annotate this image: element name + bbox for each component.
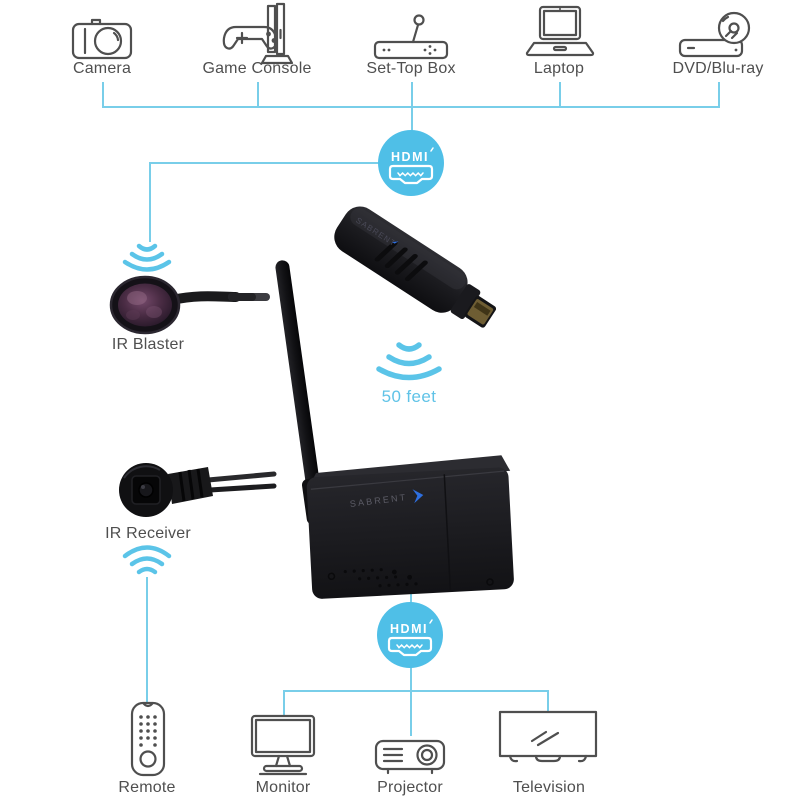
connector-line [410,588,412,604]
source-label-dvd-bluray: DVD/Blu-ray [672,60,764,77]
wireless-range-label: 50 feet [381,387,437,406]
connector-line [410,690,412,736]
connector-line [547,690,549,712]
game-console-icon [222,2,294,65]
ir-blaster-signal-icon [122,243,172,272]
television-icon [498,710,598,763]
ir-receiver-label: IR Receiver [105,525,191,542]
ir-receiver-photo [119,463,277,517]
output-label-television: Television [512,779,586,796]
hdmi-badge-top: HDMI [378,130,444,196]
hdmi-receiver-unit: SABRENT [275,260,514,599]
remote-icon [130,701,166,777]
hdmi-badge-top-text: HDMI [391,150,429,164]
hdmi-badge-bottom: HDMI [377,602,443,668]
remote-label: Remote [118,779,176,796]
source-label-camera: Camera [72,60,132,77]
dvd-bluray-icon [678,11,751,58]
source-label-set-top-box: Set-Top Box [366,60,456,77]
connector-line [149,162,379,164]
output-label-monitor: Monitor [255,779,311,796]
connector-line [102,82,104,107]
monitor-icon [250,714,316,776]
camera-icon [71,18,133,60]
ir-blaster-label: IR Blaster [111,336,185,353]
set-top-box-icon [373,14,449,60]
connector-line [146,577,148,702]
source-label-game-console: Game Console [202,60,312,77]
wireless-range-icon [376,342,442,381]
connector-line [102,106,720,108]
hdmi-transmitter-dongle: SABRENT [334,206,497,328]
projector-icon [374,739,446,775]
connector-line [283,690,285,716]
output-label-projector: Projector [377,779,443,796]
connector-line [149,162,151,242]
connector-line [283,690,549,692]
laptop-icon [525,5,595,57]
ir-blaster-photo [109,275,270,335]
ir-receiver-signal-icon [122,545,172,575]
connector-line [410,666,412,692]
connector-line [718,82,720,107]
connector-line [257,82,259,107]
source-label-laptop: Laptop [533,60,585,77]
hdmi-badge-bottom-text: HDMI [390,622,428,636]
connector-line [559,82,561,107]
